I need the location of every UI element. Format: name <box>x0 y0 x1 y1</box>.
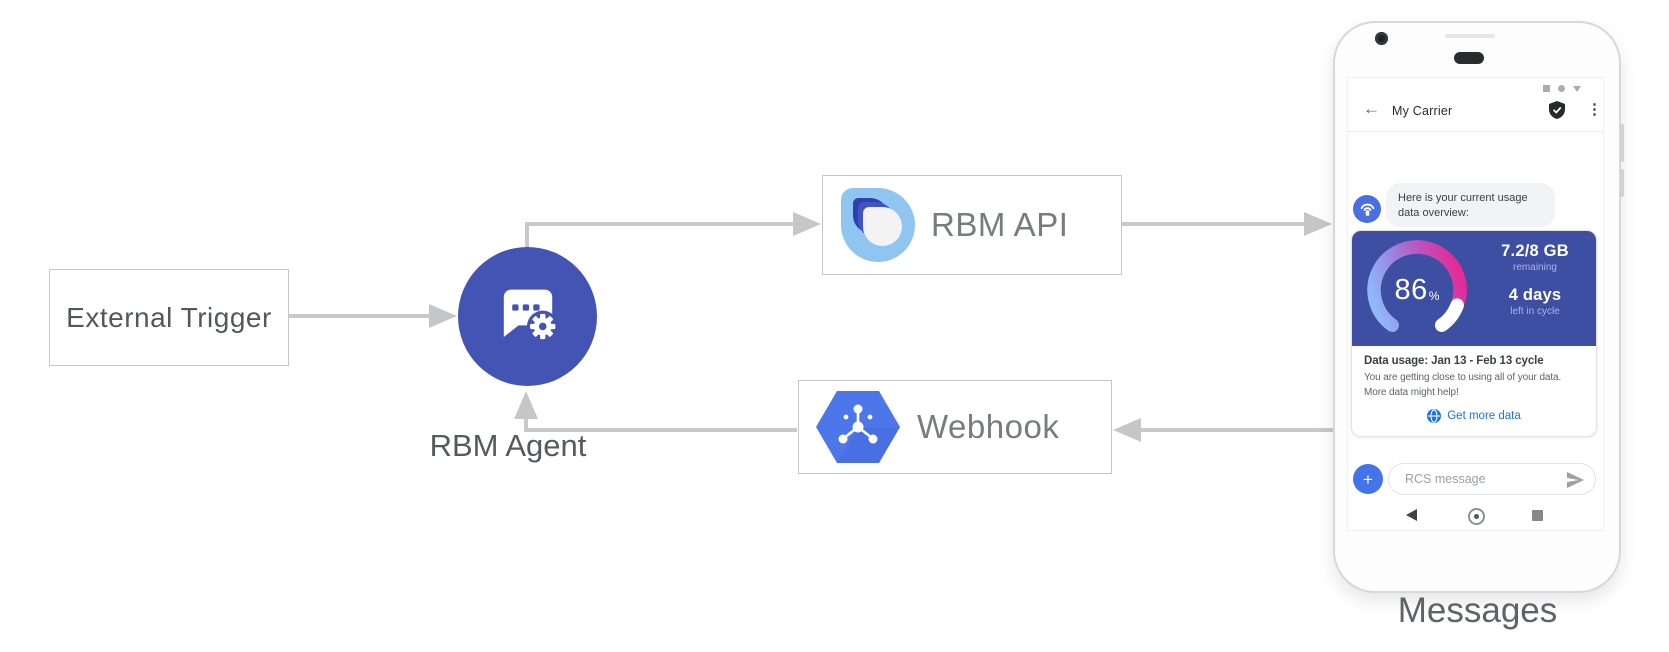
usage-card-body: You are getting close to using all of yo… <box>1364 372 1562 398</box>
phone-device: ← My Carrier ⋮ Here is your current usag… <box>1333 21 1624 593</box>
usage-card-title: Data usage: Jan 13 - Feb 13 cycle <box>1364 355 1544 367</box>
data-remaining-label: remaining <box>1513 262 1557 273</box>
get-more-data-label: Get more data <box>1447 410 1521 422</box>
globe-icon <box>1427 409 1442 423</box>
rcs-message-input[interactable] <box>1403 471 1547 487</box>
verified-shield-icon <box>1549 101 1565 119</box>
usage-gauge <box>1367 240 1467 332</box>
phone-screen: ← My Carrier ⋮ Here is your current usag… <box>1347 77 1604 531</box>
external-trigger-node: External Trigger <box>49 269 289 366</box>
overflow-menu-icon[interactable]: ⋮ <box>1587 101 1602 118</box>
android-back-button[interactable] <box>1406 509 1417 521</box>
chat-bubble-gear-icon <box>503 289 559 342</box>
android-home-button[interactable] <box>1468 508 1485 525</box>
days-left-label: left in cycle <box>1510 306 1560 317</box>
send-icon[interactable] <box>1566 472 1584 488</box>
usage-card-hero: 86 % 7.2/8 GB remaining 4 days left in c… <box>1352 231 1596 346</box>
speaker-grille <box>1445 34 1495 38</box>
external-trigger-label: External Trigger <box>66 301 272 333</box>
arrow-agent-to-api <box>525 222 793 250</box>
days-left-value: 4 days <box>1508 286 1562 304</box>
pubsub-hexagon-icon <box>816 391 900 463</box>
attach-plus-button[interactable]: + <box>1353 464 1383 494</box>
usage-percent: 86 % <box>1394 273 1440 306</box>
status-square-icon <box>1543 85 1550 92</box>
rbm-agent-label: RBM Agent <box>429 428 587 463</box>
webhook-node: Webhook <box>798 380 1112 474</box>
rbm-agent-node <box>458 247 597 386</box>
messages-caption: Messages <box>1397 591 1558 630</box>
conversation-header: ← My Carrier ⋮ <box>1348 78 1603 132</box>
rbm-api-node: RBM API <box>822 175 1122 275</box>
power-button <box>1620 124 1624 162</box>
usage-rich-card: 86 % 7.2/8 GB remaining 4 days left in c… <box>1351 230 1597 437</box>
conversation-title: My Carrier <box>1392 104 1453 118</box>
back-arrow-icon[interactable]: ← <box>1363 99 1380 118</box>
android-recents-button[interactable] <box>1532 510 1543 521</box>
data-remaining-value: 7.2/8 GB <box>1501 242 1569 260</box>
front-camera <box>1375 32 1388 45</box>
status-bar <box>1543 85 1581 92</box>
antenna-icon <box>1360 203 1374 216</box>
status-circle-icon <box>1558 85 1565 92</box>
rbm-api-label: RBM API <box>931 206 1069 243</box>
rbm-api-icon <box>841 188 915 262</box>
webhook-label: Webhook <box>917 408 1060 445</box>
carrier-avatar <box>1353 195 1381 223</box>
home-button-dot <box>1474 514 1479 519</box>
arrow-webhook-to-agent <box>524 419 797 432</box>
message-input-pill <box>1388 463 1596 495</box>
agent-chat-bubble: Here is your current usage data overview… <box>1386 183 1555 227</box>
get-more-data-action[interactable]: Get more data <box>1364 409 1584 423</box>
volume-button <box>1620 169 1624 197</box>
earpiece <box>1454 52 1484 64</box>
status-triangle-icon <box>1573 85 1581 92</box>
